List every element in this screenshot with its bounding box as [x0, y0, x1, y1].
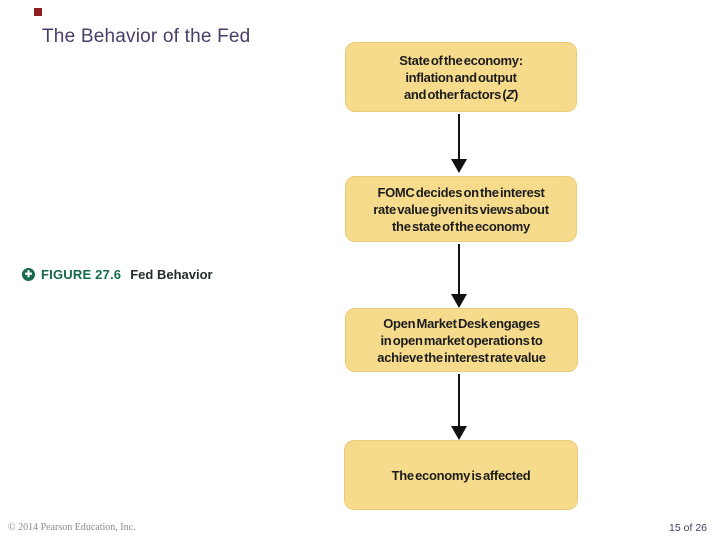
box-text-line: inflation and output	[405, 69, 517, 85]
corner-mark	[34, 8, 42, 16]
arrow-head	[451, 426, 467, 440]
box-text-line: achieve the interest rate value	[377, 349, 546, 365]
box-text-line: Open Market Desk engages	[383, 315, 540, 331]
variable-z: Z	[506, 86, 515, 102]
box-text-segment: and other factors (	[403, 86, 507, 102]
flow-arrow-down-icon	[451, 244, 467, 308]
flow-arrow-down-icon	[451, 114, 467, 173]
figure-label: FIGURE 27.6	[41, 267, 122, 282]
box-text-line: rate value given its views about	[373, 201, 549, 217]
arrow-head	[451, 294, 467, 308]
box-text-line: and other factors (Z)	[404, 86, 518, 103]
arrow-shaft	[458, 244, 460, 294]
box-text-line: The economy is affected	[391, 467, 531, 483]
arrow-shaft	[458, 374, 460, 426]
flow-box-open-market-desk: Open Market Desk engages in open market …	[345, 308, 578, 372]
page-indicator: 15 of 26	[669, 522, 707, 534]
flow-box-fomc-decision: FOMC decides on the interest rate value …	[345, 176, 577, 242]
flow-box-economy-affected: The economy is affected	[344, 440, 578, 510]
figure-caption: ✚ FIGURE 27.6 Fed Behavior	[22, 266, 213, 283]
box-text-line: FOMC decides on the interest	[377, 184, 545, 200]
box-text-segment: )	[514, 86, 519, 102]
flow-arrow-down-icon	[451, 374, 467, 440]
arrow-head	[451, 159, 467, 173]
figure-marker-icon: ✚	[22, 268, 35, 281]
box-text-line: State of the economy:	[399, 52, 523, 68]
box-text-line: in open market operations to	[380, 332, 543, 348]
slide-title: The Behavior of the Fed	[42, 26, 251, 47]
flow-box-state-of-economy: State of the economy: inflation and outp…	[345, 42, 577, 112]
box-text-line: the state of the economy	[392, 218, 530, 234]
figure-title: Fed Behavior	[130, 267, 213, 282]
arrow-shaft	[458, 114, 460, 159]
copyright-text: © 2014 Pearson Education, Inc.	[8, 522, 136, 533]
